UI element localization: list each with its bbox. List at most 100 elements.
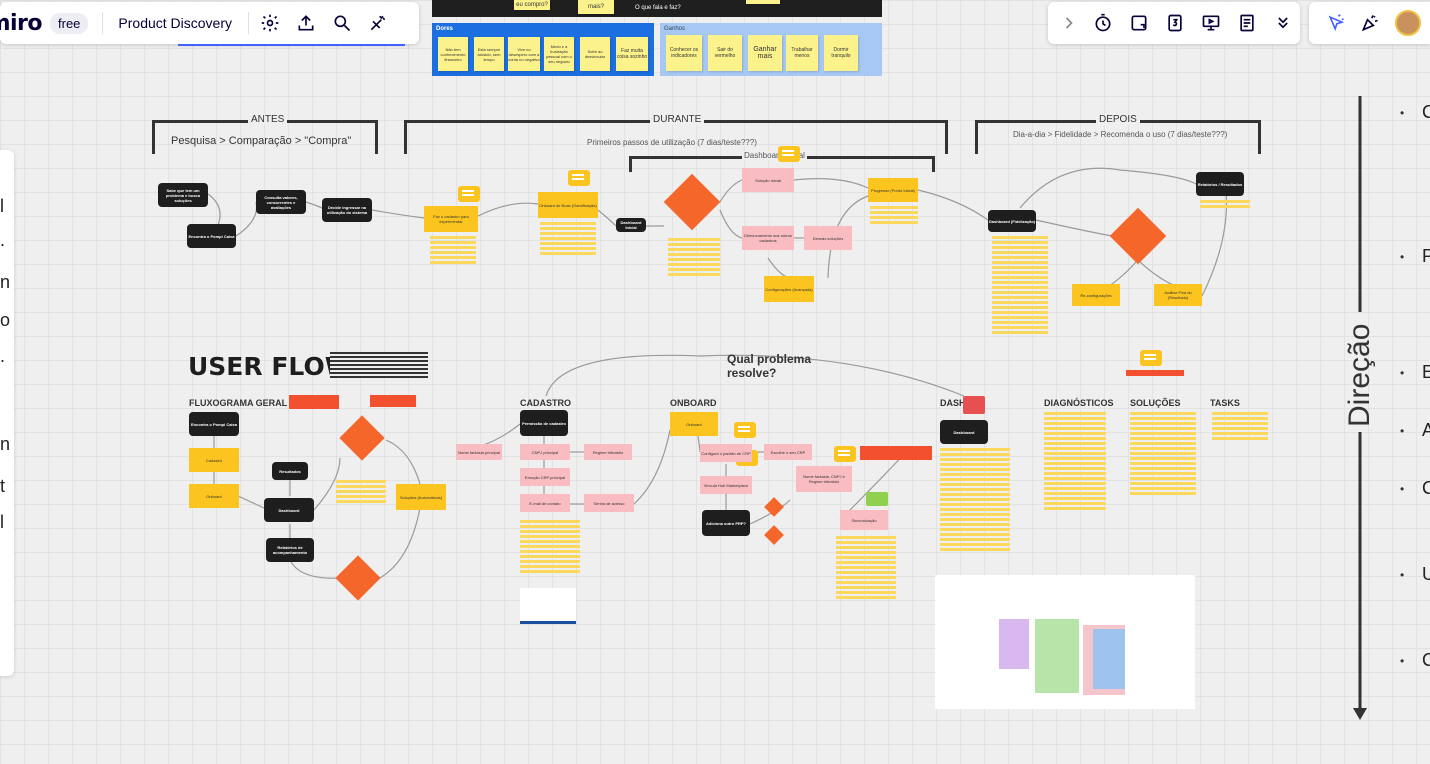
user-avatar[interactable] [1395,10,1421,36]
flow-node[interactable]: Regime tributário [584,444,632,460]
sticky-ganho[interactable]: Trabalhar menos [786,35,818,71]
flow-node[interactable]: E-mail de contato [520,494,570,512]
flow-node[interactable]: Vincula Hub Marketplace [700,476,752,494]
upload-icon[interactable] [293,10,319,36]
flow-node[interactable]: Consulta valores, concorrentes e avaliaç… [256,190,306,214]
flow-node[interactable]: Re-configurações [1072,284,1120,306]
flow-node[interactable]: Emoção CRP principal [520,468,570,486]
sticky-dor[interactable]: Medo e a frustração pessoal com o seu ne… [544,37,574,71]
highlight-note [860,446,932,460]
status-chip[interactable] [963,396,985,414]
sticky-note[interactable]: mais? [578,0,614,14]
flow-node[interactable]: Nome fantasia, CNPJ e Regime tributário [796,466,852,492]
flow-node[interactable]: Onboard [670,412,718,436]
dashboard-label: Dashboard Geral [742,151,807,160]
flow-node[interactable]: Análise Fixa do (Resultado) [1154,284,1202,306]
frame-caption: O que fala e faz? [635,5,681,11]
flow-node[interactable]: Decide ingressar na utilização do sistem… [322,198,372,222]
comment-icon[interactable] [834,446,856,462]
magic-icon[interactable] [365,10,391,36]
flow-node[interactable]: Dashboard [940,420,988,444]
left-side-panel[interactable]: l . n o . n t l [0,150,14,676]
sticky-ganho[interactable]: Conhecer os indicadores [666,35,702,71]
board-name[interactable]: Product Discovery [118,15,232,31]
sticky-ganho[interactable]: Ganhar mais [748,35,782,71]
flow-node[interactable]: Escolhe o seu CRP [764,444,812,460]
depois-label: DEPOIS [1096,114,1140,125]
presentation-icon[interactable] [1198,10,1224,36]
chevrons-down-icon[interactable] [1270,10,1296,36]
flow-node[interactable]: Resultados [272,462,308,480]
search-icon[interactable] [329,10,355,36]
top-right-toolbar [1048,2,1300,44]
celebrate-icon[interactable] [1357,10,1383,36]
flow-node[interactable]: Adiciona outro PRP? [702,510,750,536]
flow-node[interactable]: Direcionamento aos outros cadastros [742,226,794,250]
flow-node[interactable]: Relatórios de acompanhamento [266,538,314,562]
section-cadastro: CADASTRO [520,398,571,408]
flow-node[interactable]: Permissão de cadastro [520,410,568,436]
flow-node[interactable]: Solução Inicial [742,168,794,192]
flow-node[interactable]: Sabe que tem um problema e busca soluçõe… [158,183,208,207]
flow-node[interactable]: Dashboard [264,498,314,522]
toolbar-underline [178,44,405,46]
note-lines [992,236,1048,336]
notes-icon[interactable] [1234,10,1260,36]
flow-node[interactable]: Encontra o Pompi Caixa [187,224,236,248]
flow-node[interactable]: Faz o cadastro para experimentar [424,206,478,232]
embedded-screenshot[interactable] [935,575,1195,709]
comment-icon[interactable] [778,146,800,162]
comment-icon[interactable] [458,186,480,202]
flow-node[interactable]: Configurações (Avançada) [764,276,814,302]
flow-node[interactable]: Cadastro [189,448,239,472]
number-3-icon[interactable] [1162,10,1188,36]
flow-node[interactable]: Relatórios / Resultados [1196,172,1244,196]
chevron-right-icon[interactable] [1056,10,1082,36]
flow-node[interactable]: Nome fantasia principal [456,444,502,460]
sticky-dor[interactable]: Não tem conhecimento financeiro [438,37,468,71]
sticky-dor[interactable]: Sofre ao desvincular [580,37,610,71]
sticky-ganho[interactable]: Dormir tranquilo [824,35,858,71]
collab-toolbar [1309,2,1430,44]
dores-frame: Dores Não tem conhecimento financeiro Es… [432,23,654,76]
flow-node[interactable]: Sincronização [840,510,888,530]
sticky-note[interactable]: eu compro? [514,0,550,10]
plan-badge[interactable]: free [50,12,89,34]
top-frame: eu compro? mais? O que fala e faz? [432,0,882,17]
flow-node[interactable]: Dashboard (Fidelização) [988,210,1036,232]
sticky-note[interactable] [746,0,780,4]
flow-node[interactable]: Soluções (Automáticas) [396,484,446,510]
flow-node[interactable]: Configura o padrão de CRP [700,444,752,462]
timer-icon[interactable] [1090,10,1116,36]
comment-icon[interactable] [1140,350,1162,366]
flow-node[interactable]: Onboard [189,484,239,508]
note-lines [1200,200,1250,210]
reaction-icon[interactable] [1323,10,1349,36]
flow-node[interactable]: Progresso (Ponto Inicial) [868,178,918,202]
flow-node[interactable]: CNPJ principal [520,444,570,460]
screenshot-thumbnail[interactable] [520,588,576,624]
comment-icon[interactable] [734,422,756,438]
bullet-text: A [1422,420,1430,440]
panel-text: l [0,196,4,216]
dores-title: Dores [436,26,454,32]
miro-logo[interactable]: miro [0,10,42,36]
flow-node[interactable]: Dashboard Inicial [616,218,646,232]
sticky-dor[interactable]: Vive no desespero com a conta no negativ… [508,37,540,71]
comment-icon[interactable] [568,170,590,186]
ganhos-title: Ganhos [664,26,686,32]
flow-node[interactable]: Onboard de Boas (Gamificação) [538,192,598,218]
sticky-ganho[interactable]: Sair do vermelho [708,35,742,71]
card-icon[interactable] [1126,10,1152,36]
flow-node[interactable]: Encontra o Pompi Caixa [189,412,239,436]
note-lines [540,222,596,257]
settings-icon[interactable] [257,10,283,36]
problem-question: Qual problema resolve? [727,352,812,380]
section-dash: DASH [940,398,966,408]
flow-node[interactable]: Senha de acesso [584,494,634,512]
sticky-dor[interactable]: Está sempre atolado, sem tempo [474,37,504,71]
status-chip[interactable] [866,492,888,506]
bullet: • [1400,482,1405,496]
sticky-dor[interactable]: Faz muita coisa sozinho [616,37,648,71]
flow-node[interactable]: Demais soluções [804,226,852,250]
